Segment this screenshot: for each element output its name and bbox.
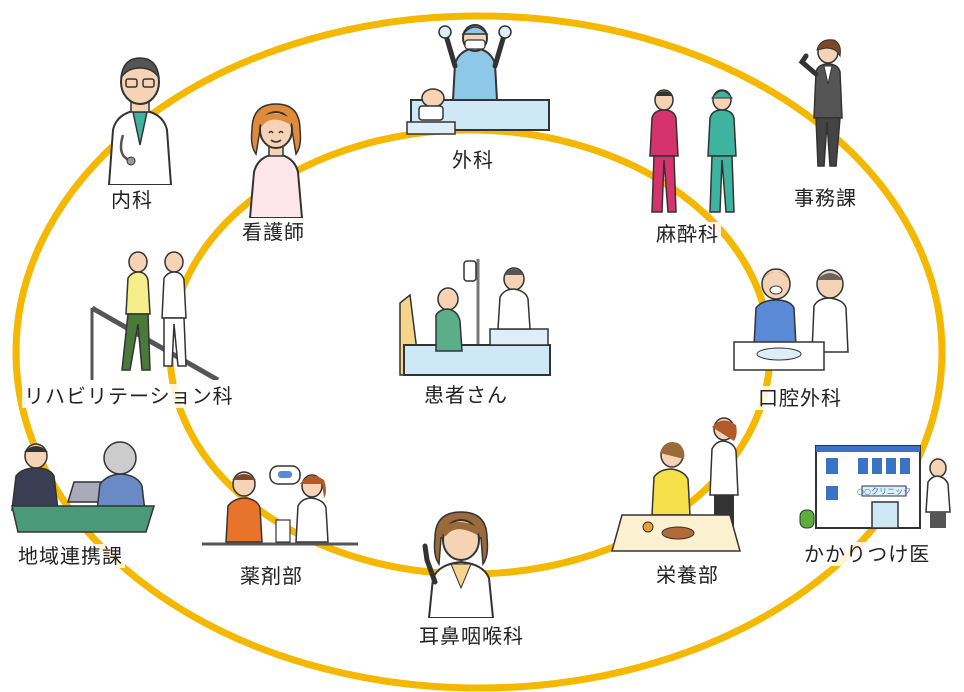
- surgeon-icon: [406, 24, 550, 135]
- pharmacy-icon: [202, 465, 358, 546]
- label-masuika: 麻酔科: [654, 222, 721, 246]
- node-rehab: リハビリテーション科: [22, 248, 262, 413]
- label-rehab: リハビリテーション科: [22, 384, 236, 408]
- doctor-icon: [107, 57, 173, 185]
- node-yakuzai: 薬剤部: [200, 462, 360, 592]
- office-clerk-icon: [798, 39, 843, 167]
- node-jimuka: 事務課: [790, 38, 875, 218]
- node-kakaritsuke: ○○クリニック かかりつけ医: [796, 442, 956, 574]
- outer-ring: [12, 12, 946, 692]
- consultation-icon: [11, 441, 156, 533]
- node-koku: 口腔外科: [732, 262, 862, 412]
- label-yakuzai: 薬剤部: [238, 564, 305, 588]
- node-chiiki: 地域連携課: [8, 440, 158, 580]
- nutrition-icon: [611, 417, 741, 552]
- node-geka: 外科: [405, 22, 550, 182]
- label-geka: 外科: [450, 148, 496, 172]
- patient-bed-icon: [399, 259, 551, 376]
- anesthesia-staff-icon: [649, 89, 737, 213]
- label-eiyo: 栄養部: [654, 563, 721, 587]
- label-jimuka: 事務課: [792, 186, 859, 210]
- label-chiiki: 地域連携課: [16, 544, 125, 568]
- clinic-sign: ○○クリニック: [857, 487, 911, 496]
- label-naika: 内科: [109, 188, 155, 212]
- node-eiyo: 栄養部: [608, 415, 748, 590]
- label-kanja: 患者さん: [422, 383, 510, 407]
- rehab-icon: [90, 251, 220, 380]
- label-kakaritsuke: かかりつけ医: [802, 542, 933, 566]
- node-jibi: 耳鼻咽喉科: [405, 508, 550, 658]
- label-kangoshi: 看護師: [240, 220, 307, 244]
- node-masuika: 麻酔科: [640, 88, 755, 253]
- label-koku: 口腔外科: [756, 386, 844, 410]
- clinic-building-icon: ○○クリニック: [799, 445, 951, 529]
- ent-doctor-icon: [422, 511, 495, 618]
- node-naika: 内科: [95, 50, 185, 225]
- dental-icon: [733, 268, 849, 371]
- node-kanja: 患者さん: [398, 255, 553, 415]
- node-kangoshi: 看護師: [236, 100, 326, 250]
- nurse-icon: [248, 103, 304, 218]
- label-jibi: 耳鼻咽喉科: [417, 624, 526, 648]
